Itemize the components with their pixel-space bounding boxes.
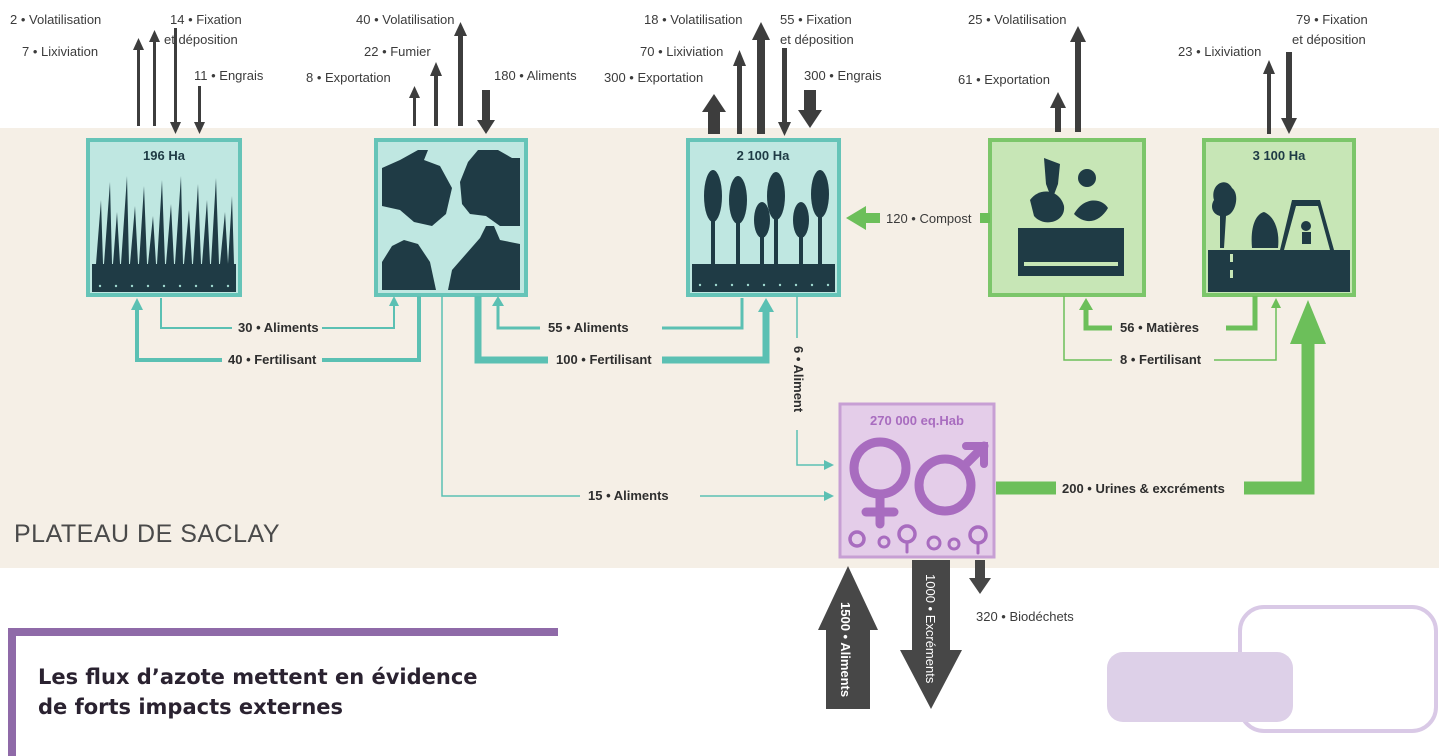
label-cultures-lixiviation: 70 • Lixiviation bbox=[640, 44, 723, 59]
label-compost-to-cultures: 120 • Compost bbox=[886, 211, 972, 226]
decorative-card-fill bbox=[1107, 652, 1293, 722]
label-cultures-area: 2 100 Ha bbox=[737, 148, 791, 163]
label-verts-matieres: 56 • Matières bbox=[1120, 320, 1199, 335]
label-import-aliments: 1500 • Aliments bbox=[838, 602, 853, 697]
label-compost-exportation: 61 • Exportation bbox=[958, 72, 1050, 87]
external-arrows bbox=[133, 22, 1297, 136]
label-cultures-exportation: 300 • Exportation bbox=[604, 70, 703, 85]
label-elevage-aliments: 180 • Aliments bbox=[494, 68, 577, 83]
label-cultures-fixation-2: et déposition bbox=[780, 32, 854, 47]
label-export-excrements: 1000 • Excréments bbox=[923, 574, 938, 684]
label-verts-fixation-2: et déposition bbox=[1292, 32, 1366, 47]
label-prairie-area: 196 Ha bbox=[143, 148, 186, 163]
plateau-label: PLATEAU DE SACLAY bbox=[14, 520, 280, 548]
box-prairie bbox=[86, 138, 242, 297]
label-cultures-aliments: 55 • Aliments bbox=[548, 320, 629, 335]
import-aliments-arrow bbox=[818, 566, 878, 709]
population-external-flows bbox=[818, 560, 991, 709]
label-prairie-aliments: 30 • Aliments bbox=[238, 320, 319, 335]
label-verts-fertilisant: 8 • Fertilisant bbox=[1120, 352, 1202, 367]
internal-flows bbox=[131, 206, 1326, 501]
label-compost-volatilisation: 25 • Volatilisation bbox=[968, 12, 1067, 27]
label-export-biodechets: 320 • Biodéchets bbox=[976, 609, 1074, 624]
label-cultures-volatilisation: 18 • Volatilisation bbox=[644, 12, 743, 27]
wheat-icon bbox=[692, 170, 835, 292]
box-elevage bbox=[374, 138, 528, 297]
label-elevage-volatilisation: 40 • Volatilisation bbox=[356, 12, 455, 27]
label-prairie-volatilisation: 2 • Volatilisation bbox=[10, 12, 101, 27]
caption-text: Les flux d’azote mettent en évidence de … bbox=[38, 662, 558, 722]
label-cultures-fertilisant: 100 • Fertilisant bbox=[556, 352, 652, 367]
label-cultures-engrais: 300 • Engrais bbox=[804, 68, 882, 83]
box-espaces-verts bbox=[1202, 138, 1356, 297]
flow-labels: 2 • Volatilisation 7 • Lixiviation 14 • … bbox=[10, 12, 1368, 697]
label-prairie-fertilisant: 40 • Fertilisant bbox=[228, 352, 317, 367]
label-verts-fixation-1: 79 • Fixation bbox=[1296, 12, 1368, 27]
label-elevage-to-population: 15 • Aliments bbox=[588, 488, 669, 503]
label-population-urines: 200 • Urines & excréments bbox=[1062, 481, 1225, 496]
label-population: 270 000 eq.Hab bbox=[870, 413, 964, 428]
livestock-icon bbox=[382, 150, 520, 290]
compost-bin-icon bbox=[1018, 158, 1124, 276]
label-verts-lixiviation: 23 • Lixiviation bbox=[1178, 44, 1261, 59]
label-cultures-to-population: 6 • Aliment bbox=[791, 346, 806, 413]
label-elevage-exportation: 8 • Exportation bbox=[306, 70, 391, 85]
label-cultures-fixation-1: 55 • Fixation bbox=[780, 12, 852, 27]
nitrogen-flow-diagram: 2 • Volatilisation 7 • Lixiviation 14 • … bbox=[0, 12, 1439, 756]
label-elevage-fumier: 22 • Fumier bbox=[364, 44, 431, 59]
label-verts-area: 3 100 Ha bbox=[1253, 148, 1307, 163]
label-prairie-fixation-1: 14 • Fixation bbox=[170, 12, 242, 27]
people-gender-icon bbox=[848, 437, 989, 555]
export-biodechets-arrow bbox=[969, 578, 991, 594]
label-prairie-fixation-2: et déposition bbox=[164, 32, 238, 47]
caption-block: Les flux d’azote mettent en évidence de … bbox=[8, 628, 558, 756]
label-prairie-engrais: 11 • Engrais bbox=[194, 68, 264, 83]
caption-line-1: Les flux d’azote mettent en évidence bbox=[38, 665, 478, 689]
box-cultures bbox=[686, 138, 841, 297]
label-prairie-lixiviation: 7 • Lixiviation bbox=[22, 44, 98, 59]
export-excrements-arrow bbox=[900, 560, 962, 709]
box-population bbox=[838, 402, 996, 559]
grass-icon bbox=[92, 176, 236, 292]
caption-line-2: de forts impacts externes bbox=[38, 695, 344, 719]
box-compost bbox=[988, 138, 1146, 297]
